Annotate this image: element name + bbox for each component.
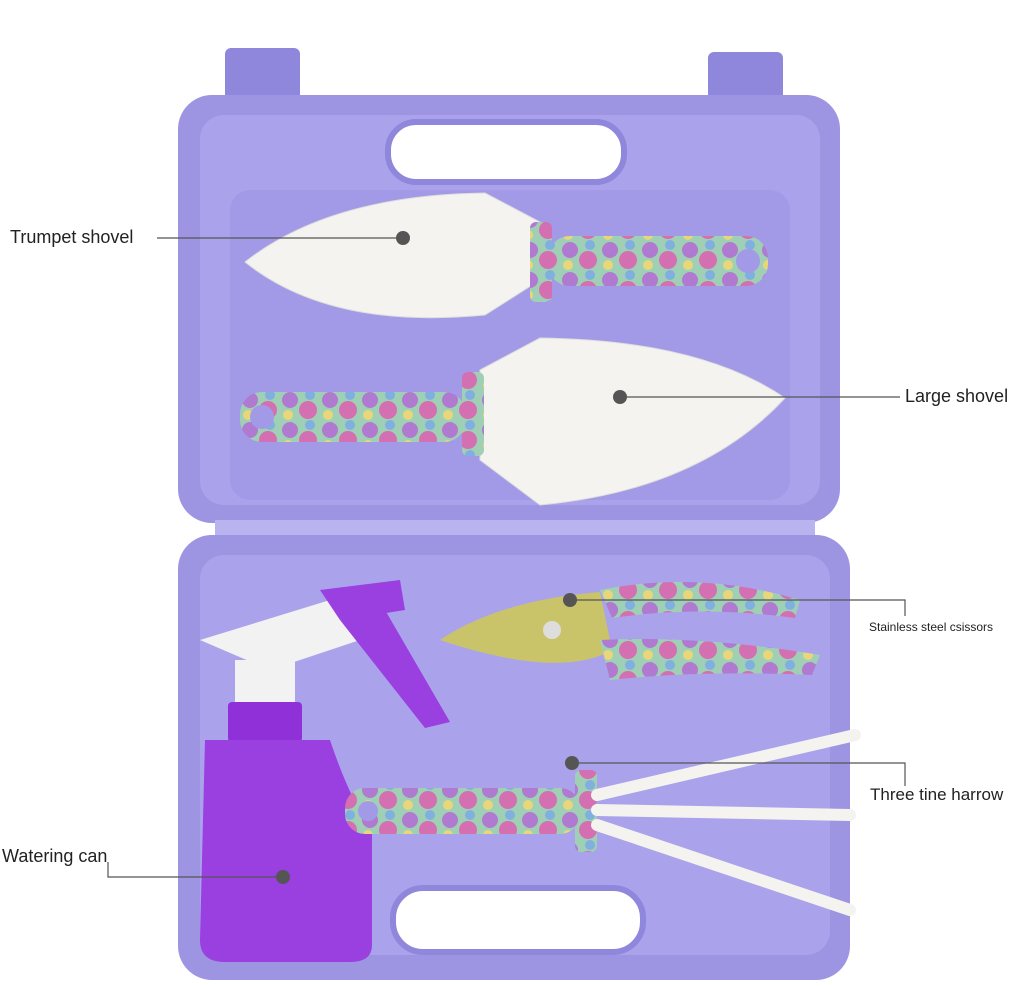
three-tine-harrow	[345, 729, 861, 916]
label-large-shovel: Large shovel	[905, 386, 1009, 406]
stainless-steel-scissors	[440, 582, 820, 680]
label-scissors: Stainless steel csissors	[869, 620, 994, 634]
leader-harrow	[572, 762, 906, 786]
leader-watering-can	[107, 862, 283, 878]
label-watering-can: Watering can	[2, 846, 108, 866]
watering-can	[200, 580, 450, 962]
dot-scissors	[563, 593, 577, 607]
leader-lines	[107, 237, 906, 878]
dot-trumpet-shovel	[396, 231, 410, 245]
case-handle-top[interactable]	[385, 119, 627, 185]
case-latch-right[interactable]	[708, 52, 783, 108]
dot-harrow	[565, 756, 579, 770]
case-hinge	[215, 520, 815, 538]
leader-scissors	[570, 599, 906, 616]
dot-watering-can	[276, 870, 290, 884]
trumpet-shovel	[244, 192, 768, 319]
label-trumpet-shovel: Trumpet shovel	[10, 227, 134, 247]
label-harrow: Three tine harrow	[870, 785, 1004, 804]
dot-large-shovel	[613, 390, 627, 404]
leader-dots	[276, 231, 627, 884]
case-handle-bottom[interactable]	[390, 885, 646, 955]
large-shovel	[240, 337, 786, 506]
case-latch-left[interactable]	[225, 48, 300, 108]
